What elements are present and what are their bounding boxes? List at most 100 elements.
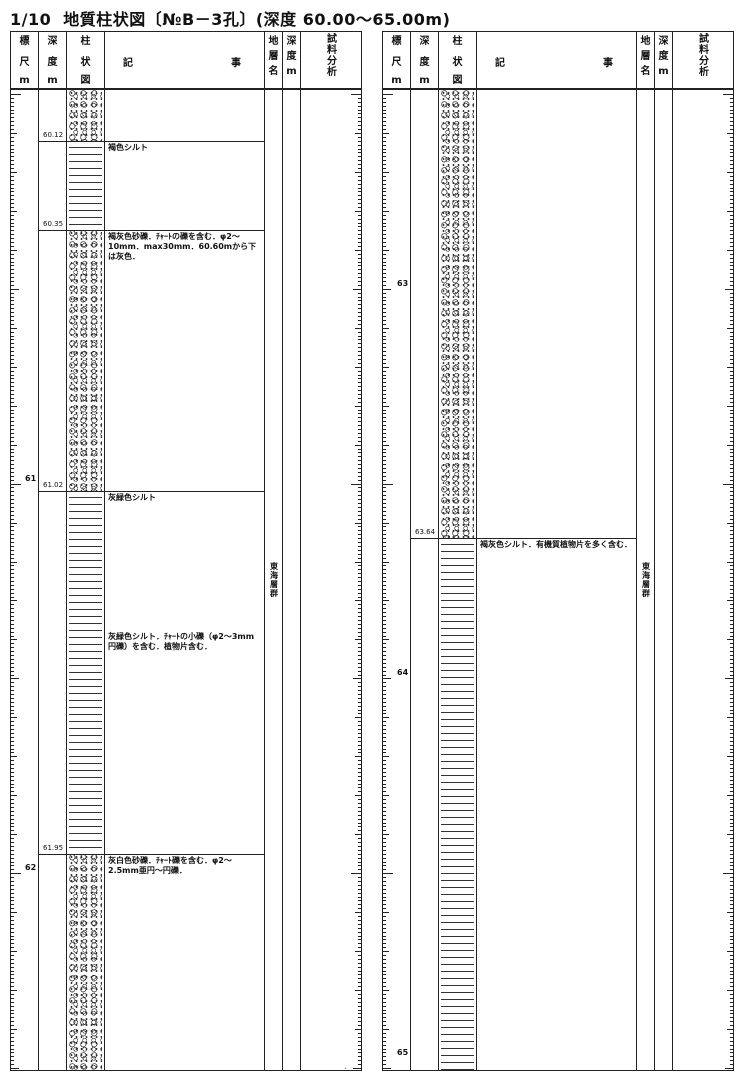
scale-tick	[358, 129, 361, 131]
scale-tick	[383, 393, 386, 395]
scale-tick	[383, 799, 386, 801]
scale-tick	[730, 456, 733, 458]
scale-tick	[730, 1036, 733, 1038]
scale-tick	[383, 545, 386, 547]
scale-tick	[730, 966, 733, 968]
scale-tick	[358, 179, 361, 181]
scale-tick	[730, 362, 733, 364]
scale-tick	[383, 300, 386, 302]
scale-tick	[358, 775, 361, 777]
scale-tick	[358, 978, 361, 980]
column-divider	[411, 90, 439, 1070]
scale-tick	[383, 499, 386, 501]
scale-tick	[11, 647, 14, 649]
scale-tick	[11, 506, 14, 508]
scale-tick	[11, 783, 14, 785]
header-char: 記	[123, 58, 133, 69]
scale-tick	[383, 690, 386, 692]
silt-pattern	[441, 538, 474, 1070]
scale-tick	[358, 674, 361, 676]
scale-tick	[358, 421, 361, 423]
scale-tick	[383, 845, 386, 847]
scale-tick	[730, 838, 733, 840]
scale-tick	[358, 748, 361, 750]
scale-tick	[723, 483, 733, 485]
scale-tick	[730, 1009, 733, 1011]
scale-tick	[725, 288, 733, 290]
scale-tick	[383, 803, 386, 805]
scale-tick	[11, 608, 14, 610]
scale-tick	[727, 132, 733, 134]
scale-tick	[383, 378, 386, 380]
scale-tick	[11, 214, 14, 216]
scale-tick	[11, 479, 14, 481]
scale-tick	[383, 452, 386, 454]
scale-tick	[358, 853, 361, 855]
scale-tick	[730, 152, 733, 154]
scale-tick	[383, 678, 391, 680]
scale-tick	[11, 838, 14, 840]
scale-tick	[358, 1060, 361, 1062]
scale-tick	[11, 1029, 17, 1031]
scale-tick	[358, 916, 361, 918]
scale-tick	[730, 113, 733, 115]
header-char: 尺	[19, 57, 30, 68]
scale-tick	[11, 530, 14, 532]
scale-tick	[730, 265, 733, 267]
scale-tick	[358, 374, 361, 376]
scale-tick	[353, 288, 361, 290]
scale-tick	[383, 495, 386, 497]
scale-tick	[11, 853, 14, 855]
scale-tick	[353, 678, 361, 680]
scale-tick	[383, 725, 386, 727]
scale-tick	[730, 281, 733, 282]
scale-tick	[358, 510, 361, 512]
scale-tick	[383, 729, 386, 731]
scale-tick	[11, 378, 14, 380]
scale-tick	[383, 125, 386, 127]
scale-tick	[358, 666, 361, 668]
scale-tick	[730, 1060, 733, 1062]
scale-tick	[730, 222, 733, 224]
scale-tick	[730, 853, 733, 855]
scale-tick	[383, 674, 386, 676]
scale-tick	[358, 304, 361, 306]
scale-tick	[11, 358, 14, 360]
scale-tick	[383, 631, 386, 633]
scale-tick	[355, 795, 361, 797]
scale-tick	[730, 319, 733, 321]
scale-tick	[383, 148, 386, 150]
formation-name: 東海層群	[642, 561, 650, 598]
scale-tick	[730, 775, 733, 777]
header-char: 深	[47, 36, 58, 47]
scale-tick	[730, 1001, 733, 1003]
scale-tick	[358, 939, 361, 941]
scale-tick	[358, 806, 361, 808]
scale-tick	[358, 261, 361, 263]
scale-tick	[730, 810, 733, 812]
scale-tick	[11, 362, 14, 364]
scale-tick	[730, 986, 733, 988]
scale-tick	[730, 339, 733, 341]
scale-tick	[383, 308, 386, 310]
scale-tick	[727, 639, 733, 641]
scale-tick	[383, 697, 386, 699]
scale-tick	[358, 226, 361, 228]
scale-tick	[383, 312, 386, 314]
scale-tick	[358, 195, 361, 197]
scale-tick	[730, 982, 733, 984]
scale-tick	[358, 740, 361, 742]
scale-tick	[730, 187, 733, 189]
scale-tick	[383, 565, 386, 567]
scale-tick	[383, 592, 386, 594]
scale-tick	[383, 210, 389, 212]
scale-tick	[11, 857, 14, 859]
scale-tick	[383, 203, 386, 205]
scale-tick	[383, 269, 386, 271]
scale-tick	[730, 865, 733, 867]
scale-tick	[730, 904, 733, 906]
scale-tick	[730, 479, 733, 481]
scale-tick	[358, 199, 361, 201]
scale-tick	[383, 740, 386, 742]
